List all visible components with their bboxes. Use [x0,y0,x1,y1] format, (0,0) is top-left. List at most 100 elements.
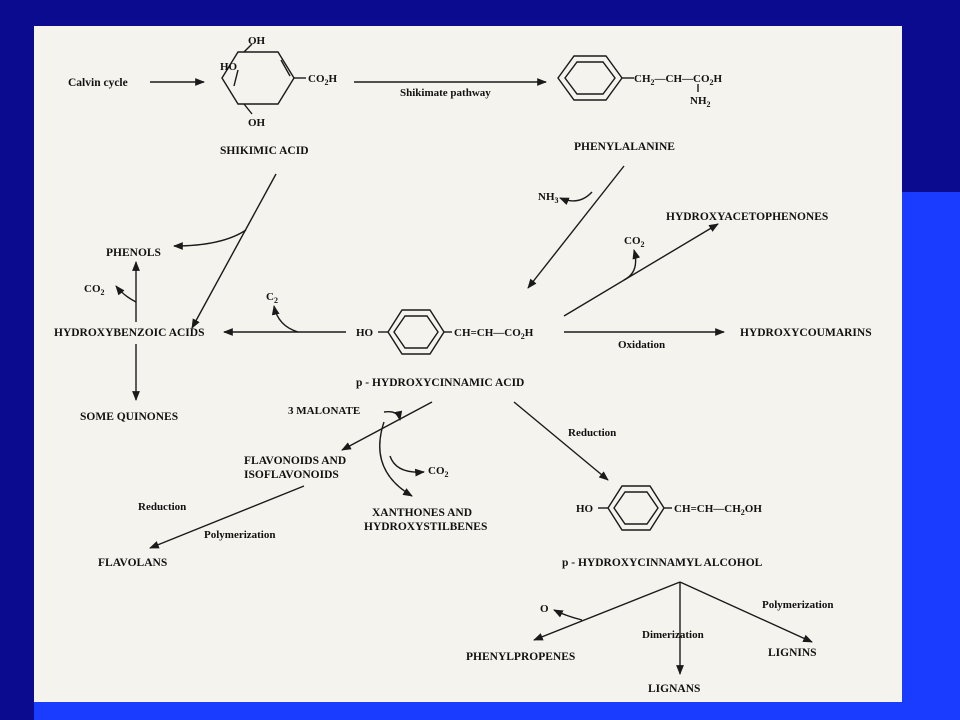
malonate-label: 3 MALONATE [288,405,360,417]
phenyl-ring-inner [564,61,616,95]
shikimic-oh-bottom: OH [248,117,266,129]
co2-acetophenones-label: CO2 [624,235,645,249]
arrow-to-hydroxyacetophenones [563,223,719,317]
arrow-layer [115,78,813,675]
co2p-sub: 2 [101,288,105,297]
phe-sub1: 2 [651,78,655,87]
arrow-co2-acetophenones [623,249,641,281]
nh3-sub: 3 [555,196,559,205]
label-layer: Calvin cycle OH HO OH CO2H SHIKIMIC ACID… [54,35,872,695]
flavonoids-label-line2: ISOFLAVONOIDS [244,469,339,481]
phe-rest: —CH—CO [654,73,710,85]
p-hydroxycinnamic-acid-label: p - HYDROXYCINNAMIC ACID [356,377,524,389]
lignins-label: LIGNINS [768,647,817,659]
xanthones-label-line2: HYDROXYSTILBENES [364,521,487,533]
co2a-sub: 2 [641,240,645,249]
shikimic-co2h: CO2H [308,73,338,87]
c2-c: C [266,291,274,303]
phenylalanine-label: PHENYLALANINE [574,141,675,153]
alcohol-chain: CH=CH—CH2OH [674,503,762,517]
amine-sub: 2 [707,100,711,109]
hydroxyacetophenones-label: HYDROXYACETOPHENONES [666,211,828,223]
cinnamic-ring-inner [393,315,439,349]
hydroxybenzoic-acids-label: HYDROXYBENZOIC ACIDS [54,327,204,339]
nh3-label: NH3 [538,191,559,205]
arrow-to-phenylpropenes [533,581,681,641]
co2-xanthones-label: CO2 [428,465,449,479]
slide-accent-left [0,192,34,720]
phe-sub2: 2 [710,78,714,87]
alc-sub: 2 [741,508,745,517]
phe-ch: CH [634,73,651,85]
lignans-label: LIGNANS [648,683,700,695]
arrow-co2-xanthones [389,455,425,477]
shikimic-ring [221,51,295,105]
cin-h: H [525,327,534,339]
polymerization-left-label: Polymerization [204,529,275,541]
phenylalanine-structure [557,55,699,101]
flavonoids-label-line1: FLAVONOIDS AND [244,455,346,467]
arrow-nh3-loss [559,191,593,206]
some-quinones-label: SOME QUINONES [80,411,178,423]
shikimic-bond-oh-bottom [243,103,253,115]
c2-label: C2 [266,291,278,305]
shikimate-pathway-label: Shikimate pathway [400,87,491,99]
phenyl-ring [557,55,623,101]
phenylalanine-amine: NH2 [690,95,711,109]
shikimic-bond-ho [233,69,239,87]
arrow-c2-loss [271,305,299,333]
arrow-shikimic-to-hydroxybenzoic [191,173,277,329]
co2x-sub: 2 [445,470,449,479]
co2p-co: CO [84,283,101,295]
arrow-co2-phenols [115,285,137,303]
cinnamic-acid-structure [378,309,452,355]
shikimic-ho: HO [220,61,238,73]
cinnamyl-alcohol-structure [598,485,672,531]
oxygen-label: O [540,603,549,615]
phe-h: H [714,73,723,85]
xanthones-label-line1: XANTHONES AND [372,507,472,519]
pathway-diagram-panel: Calvin cycle OH HO OH CO2H SHIKIMIC ACID… [34,26,902,702]
cinnamic-chain: CH=CH—CO2H [454,327,534,341]
shikimic-oh-top: OH [248,35,266,47]
arrow-to-xanthones [379,421,413,497]
co2a-co: CO [624,235,641,247]
phenols-label: PHENOLS [106,247,161,259]
phenylalanine-sidechain: CH2—CH—CO2H [634,73,723,87]
co2h-sub: 2 [325,78,329,87]
shikimic-acid-structure [221,43,306,115]
arrow-o-addition [553,609,583,621]
shikimic-acid-label: SHIKIMIC ACID [220,145,309,157]
reduction-right-label: Reduction [568,427,616,439]
reduction-left-label: Reduction [138,501,186,513]
cin-sub: 2 [521,332,525,341]
co2-phenols-label: CO2 [84,283,105,297]
arrow-to-lignins [679,581,813,643]
arrow-branch-phenols [173,229,247,250]
arrow-reduction-right [513,401,609,481]
hydroxycoumarins-label: HYDROXYCOUMARINS [740,327,872,339]
pathway-diagram: Calvin cycle OH HO OH CO2H SHIKIMIC ACID… [34,26,902,702]
co2x-co: CO [428,465,445,477]
shikimic-double-bond [280,59,291,77]
phenylpropenes-label: PHENYLPROPENES [466,651,575,663]
arrow-phenylalanine-to-cinnamic [527,165,625,289]
co2h-co: CO [308,73,325,85]
panel-paper [34,26,902,702]
c2-sub: 2 [274,296,278,305]
p-hydroxycinnamyl-alcohol-label: p - HYDROXYCINNAMYL ALCOHOL [562,557,763,569]
shikimic-bond-oh-top [243,43,253,53]
arrow-to-flavonoids [341,401,433,451]
alc-oh: OH [745,503,763,515]
arrow-malonate-entry [383,410,403,421]
cinnamic-ho: HO [356,327,374,339]
cin-chain: CH=CH—CO [454,327,521,339]
oxidation-label: Oxidation [618,339,665,351]
alcohol-ring-inner [613,491,659,525]
flavolans-label: FLAVOLANS [98,557,167,569]
arrow-to-flavolans [149,485,305,549]
calvin-cycle-label: Calvin cycle [68,77,128,89]
alc-chain: CH=CH—CH [674,503,741,515]
polymerization-right-label: Polymerization [762,599,833,611]
amine-nh: NH [690,95,707,107]
